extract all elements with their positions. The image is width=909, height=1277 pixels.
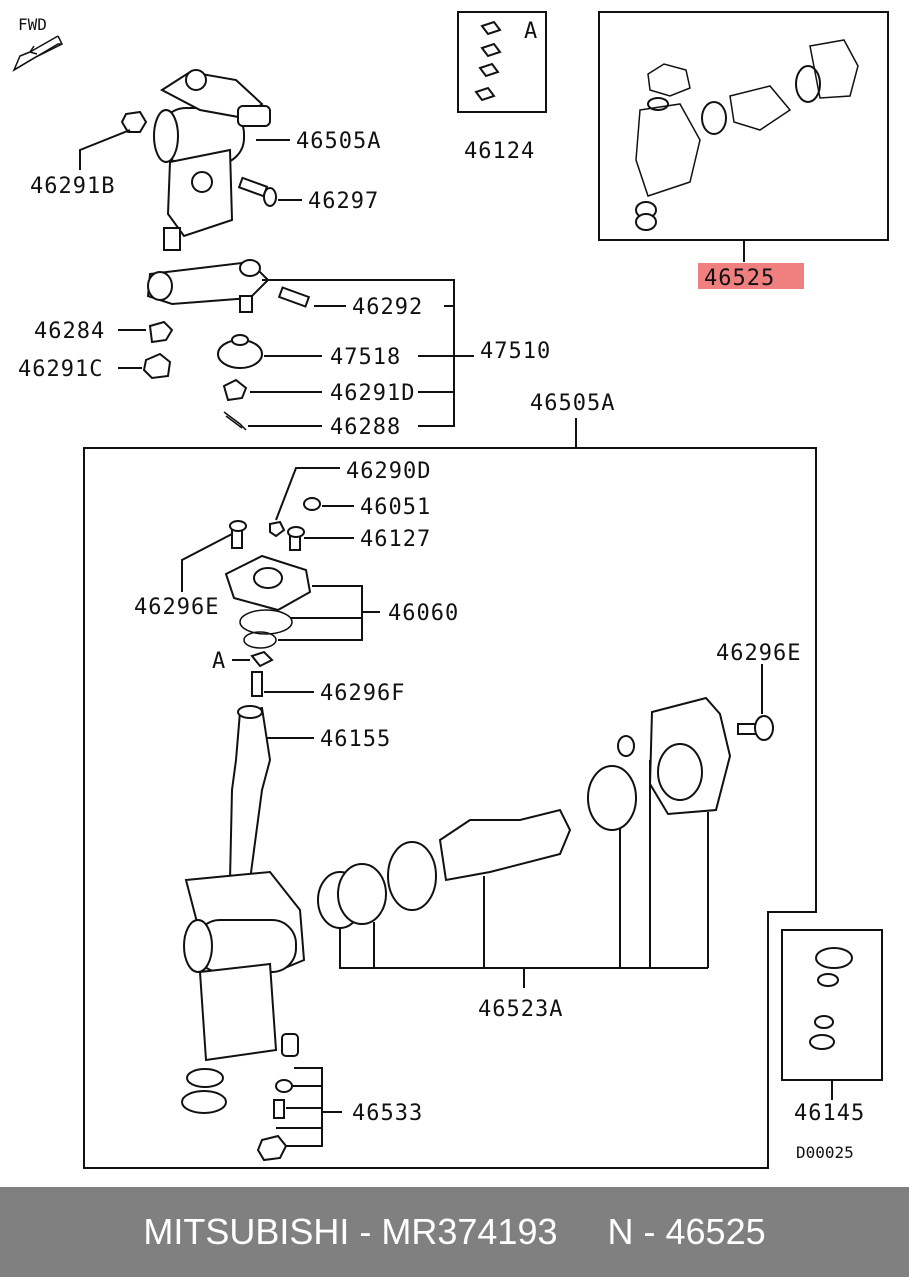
label-46297: 46297 — [308, 189, 379, 214]
label-47518: 47518 — [330, 345, 401, 370]
label-46155: 46155 — [320, 727, 391, 752]
label-46505A-top: 46505A — [296, 129, 381, 154]
nut-46291C — [142, 352, 172, 380]
label-46060: 46060 — [388, 601, 459, 626]
kit-46124-box — [457, 11, 547, 113]
label-46291D: 46291D — [330, 381, 415, 406]
gear-housing-drawing — [181, 870, 306, 1114]
bolt-46297 — [237, 176, 277, 207]
footer-separator: - — [349, 1211, 382, 1252]
plug-set-46533 — [256, 1033, 299, 1162]
highlight-46525 — [698, 263, 804, 289]
footer-brand: MITSUBISHI — [143, 1211, 350, 1252]
label-A-ref: A — [212, 649, 226, 674]
cotter-pin-46288 — [223, 411, 247, 431]
fwd-arrow-icon — [12, 35, 64, 72]
kit-46124-tag: A — [524, 19, 538, 44]
nut-46290D — [269, 520, 286, 538]
pitman-arm-drawing — [146, 259, 270, 313]
rack-piston-46523A — [317, 735, 637, 929]
bolt-46127 — [287, 526, 305, 551]
gearbox-assembly-drawing — [153, 69, 271, 251]
plate-A — [250, 650, 274, 668]
bolt-46296F — [251, 671, 263, 697]
seal-kit-46145-parts — [809, 947, 853, 1050]
bolt-46296E-right — [737, 715, 774, 741]
label-46145: 46145 — [794, 1101, 865, 1126]
footer-ref: N - 46525 — [607, 1211, 766, 1252]
nut-46284 — [148, 320, 174, 344]
footer-part-number: MR374193 — [381, 1211, 558, 1252]
label-46505A-box: 46505A — [530, 391, 615, 416]
label-46296F: 46296F — [320, 681, 405, 706]
label-46127: 46127 — [360, 527, 431, 552]
bolt-46296E-left — [229, 520, 247, 549]
parts-diagram: FWD 46291B 46505A 46297 A 46124 — [12, 11, 889, 1169]
label-46533: 46533 — [352, 1101, 423, 1126]
label-46292: 46292 — [352, 295, 423, 320]
label-47510: 47510 — [480, 339, 551, 364]
label-46284: 46284 — [34, 319, 105, 344]
bolt-46292 — [277, 286, 311, 308]
assembly-46505A-frame — [83, 447, 817, 1169]
label-46291C: 46291C — [18, 357, 103, 382]
label-46525: 46525 — [704, 266, 775, 291]
label-46296E-left: 46296E — [134, 595, 219, 620]
diagram-code: D00025 — [796, 1143, 854, 1162]
washer-46051 — [303, 497, 321, 511]
sector-shaft-46155 — [228, 705, 272, 881]
footer-bar: MITSUBISHI - MR374193 N - 46525 — [0, 1187, 909, 1277]
kit-46124-parts — [474, 20, 502, 102]
fwd-label: FWD — [18, 15, 47, 34]
label-46291B: 46291B — [30, 174, 115, 199]
label-46288: 46288 — [330, 415, 401, 440]
label-46290D: 46290D — [346, 459, 431, 484]
label-46296E-right: 46296E — [716, 641, 801, 666]
seal-kit-46525-parts — [635, 39, 859, 231]
footer-gap — [558, 1211, 608, 1253]
cover-46060 — [224, 554, 312, 649]
nut-46291B — [120, 110, 148, 133]
boot-47518 — [217, 334, 263, 369]
label-46523A: 46523A — [478, 997, 563, 1022]
label-46051: 46051 — [360, 495, 431, 520]
end-cover-drawing — [648, 696, 732, 816]
label-46124: 46124 — [464, 139, 535, 164]
nut-46291D — [222, 378, 248, 402]
